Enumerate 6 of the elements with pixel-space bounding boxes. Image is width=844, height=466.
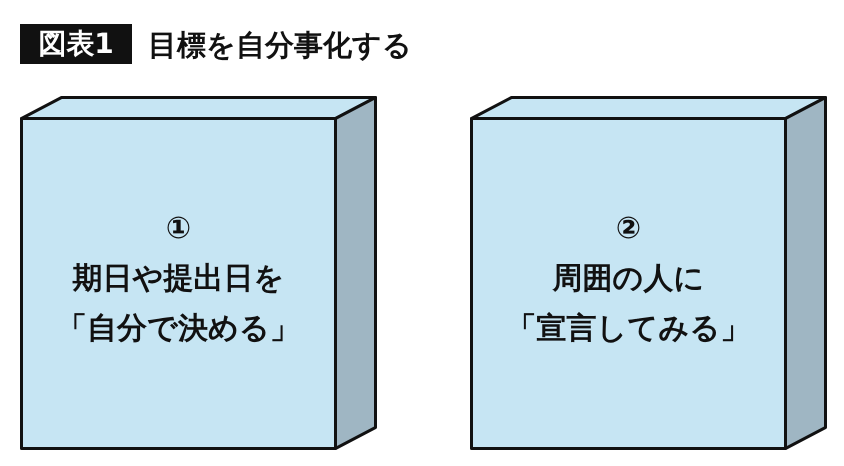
step-text: 周囲の人に「宣言してみる」	[506, 260, 752, 348]
step-text: 期日や提出日を「自分で決める」	[56, 260, 301, 348]
diagram-title: 目標を自分事化する	[148, 27, 412, 64]
figure-badge: 図表1	[20, 24, 132, 64]
step-number: ①	[164, 210, 192, 248]
step-number: ②	[614, 210, 642, 248]
